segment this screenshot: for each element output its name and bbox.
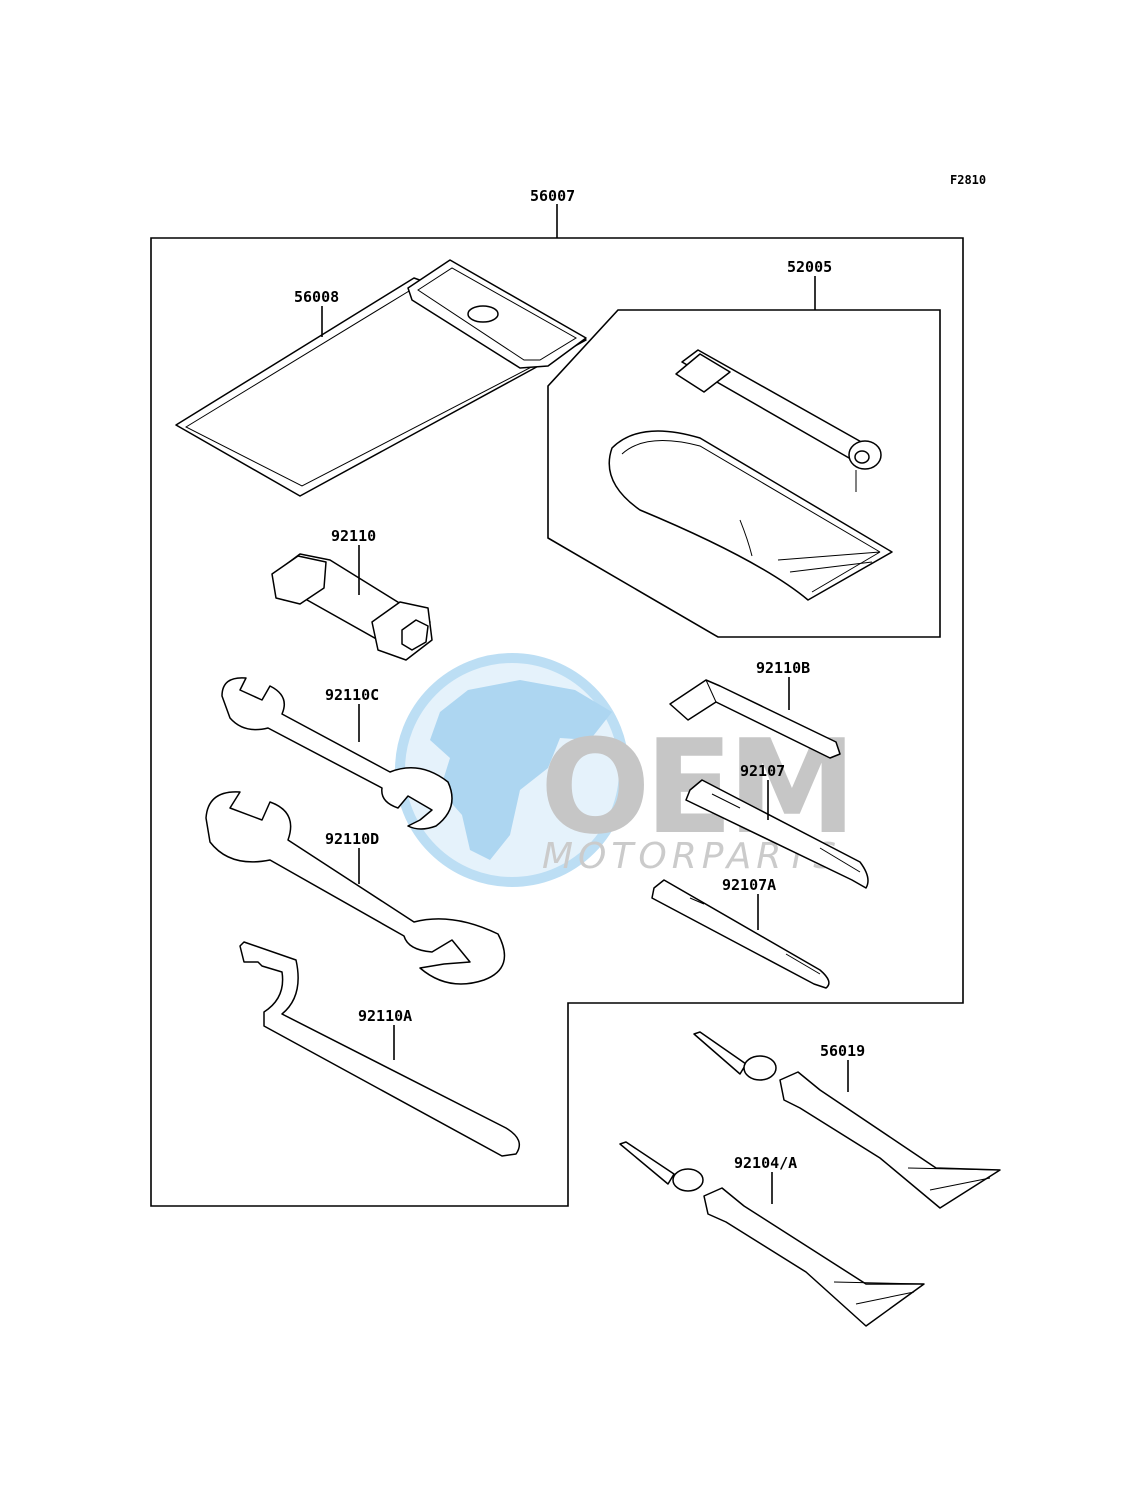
label-92110a[interactable]: 92110A (358, 1007, 412, 1025)
watermark: OEM MOTORPARTS (395, 653, 857, 887)
open-end-wrench-large[interactable] (205, 791, 506, 985)
label-92110d[interactable]: 92110D (325, 830, 379, 848)
screwdriver-bit[interactable] (685, 779, 869, 889)
label-92110c[interactable]: 92110C (325, 686, 379, 704)
grease-tube-a[interactable] (619, 1141, 925, 1327)
spark-plug-wrench[interactable] (271, 553, 433, 661)
label-92107a[interactable]: 92107A (722, 876, 776, 894)
label-92107[interactable]: 92107 (740, 762, 785, 780)
figure-number: F2810 (950, 173, 986, 187)
screwdriver-bit-a[interactable] (651, 879, 830, 989)
label-92104a[interactable]: 92104/A (734, 1154, 797, 1172)
label-56019[interactable]: 56019 (820, 1042, 865, 1060)
hex-key[interactable] (669, 679, 841, 759)
screwdriver-set-frame (547, 309, 941, 638)
label-56007[interactable]: 56007 (530, 187, 575, 205)
pin-spanner-wrench[interactable] (239, 941, 521, 1157)
label-92110[interactable]: 92110 (331, 527, 376, 545)
watermark-continent (430, 680, 612, 860)
label-52005[interactable]: 52005 (787, 258, 832, 276)
label-56008[interactable]: 56008 (294, 288, 339, 306)
grease-tube[interactable] (693, 1031, 1001, 1209)
tool-pouch[interactable] (175, 259, 587, 497)
label-92110b[interactable]: 92110B (756, 659, 810, 677)
screwdriver-bag[interactable] (608, 430, 893, 601)
open-end-wrench-small[interactable] (221, 677, 453, 830)
kit-frame (150, 237, 964, 1207)
screwdriver-handle[interactable] (675, 349, 882, 492)
